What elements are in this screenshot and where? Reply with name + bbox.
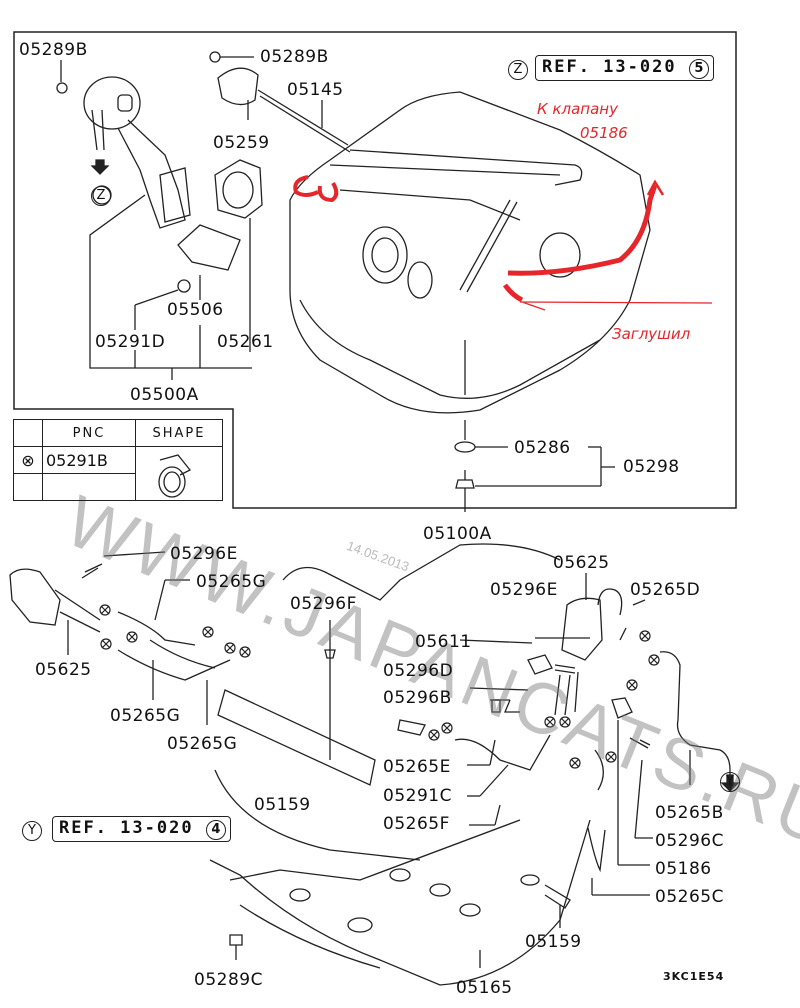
clamp-marker (224, 642, 236, 654)
clamp-marker (202, 626, 214, 638)
part-label[interactable]: 05265B (655, 803, 724, 823)
part-label[interactable]: 05286 (514, 438, 571, 458)
ref-marker-z: Z (508, 60, 528, 80)
clamp-marker (569, 757, 581, 769)
shape-header: SHAPE (135, 419, 223, 447)
part-label[interactable]: 05296B (383, 688, 452, 708)
part-label[interactable]: 05611 (415, 632, 472, 652)
pnc-empty-cell (13, 473, 43, 501)
pnc-header-blank (13, 419, 43, 447)
part-label[interactable]: 05261 (217, 332, 274, 352)
fuel-pump-assembly (56, 51, 351, 380)
ref-box-bottom[interactable]: REF. 13-020 4 (52, 816, 231, 842)
ref-box-top[interactable]: REF. 13-020 5 (535, 55, 714, 81)
clamp-marker (559, 716, 571, 728)
ref-marker-y: Y (22, 821, 42, 841)
clamp-marker (100, 638, 112, 650)
part-label[interactable]: 05145 (287, 80, 344, 100)
upper-section-frame (13, 31, 737, 509)
part-label[interactable]: 05265G (167, 734, 238, 754)
ref-number-top: 5 (688, 59, 709, 79)
clamp-marker (99, 604, 111, 616)
part-label[interactable]: 05289B (19, 40, 88, 60)
part-label[interactable]: 05265G (196, 572, 267, 592)
red-arrow-to-valve (507, 184, 658, 276)
part-label[interactable]: 05265D (630, 580, 701, 600)
part-label[interactable]: 05291D (95, 332, 166, 352)
red-circle-left (293, 175, 319, 197)
red-circle-right (317, 181, 339, 203)
part-label[interactable]: 05625 (35, 660, 92, 680)
part-label[interactable]: 05296E (170, 544, 238, 564)
shape-cell (135, 446, 223, 501)
part-label[interactable]: 05296D (383, 661, 454, 681)
clamp-marker (605, 751, 617, 763)
part-label[interactable]: 05259 (213, 133, 270, 153)
part-label[interactable]: 05500A (130, 385, 199, 405)
pnc-legend-table: PNC SHAPE ⊗ 05291B (13, 419, 223, 501)
arrow-marker-z: Z (91, 186, 111, 206)
clamp-symbol: ⊗ (13, 446, 43, 474)
part-label[interactable]: 05296F (290, 594, 357, 614)
part-label[interactable]: 05100A (423, 524, 492, 544)
part-label[interactable]: 05296E (490, 580, 558, 600)
red-plug-pointer (519, 301, 713, 311)
clamp-marker (239, 646, 251, 658)
clamp-marker (441, 722, 453, 734)
ref-text-bottom: REF. 13-020 (59, 818, 194, 838)
fuel-tank-drawing (289, 91, 651, 512)
canister-assembly-drawing (9, 543, 740, 986)
annotation-valve-part: 05186 (580, 124, 628, 142)
ref-number-bottom: 4 (205, 820, 226, 840)
part-label[interactable]: 05298 (623, 457, 680, 477)
ref-text-top: REF. 13-020 (542, 57, 677, 77)
annotation-to-valve: К клапану (537, 100, 618, 118)
clamp-marker (648, 654, 660, 666)
clamp-marker (126, 631, 138, 643)
part-label[interactable]: 05159 (525, 932, 582, 952)
arrow-marker-y: Y (720, 772, 740, 792)
hose-clamp-markers (99, 604, 660, 769)
part-label[interactable]: 05165 (456, 978, 513, 998)
part-label[interactable]: 05625 (553, 553, 610, 573)
red-arrow-head (646, 179, 665, 196)
pnc-header: PNC (42, 419, 136, 447)
annotation-plugged: Заглушил (612, 325, 691, 343)
clamp-marker (428, 729, 440, 741)
red-plug-stroke (502, 283, 524, 303)
part-label[interactable]: 05289B (260, 47, 329, 67)
part-label[interactable]: 05296C (655, 831, 724, 851)
pnc-value[interactable]: 05291B (42, 446, 136, 474)
red-markups (293, 175, 713, 311)
drawing-code: 3KC1E54 (663, 970, 725, 983)
part-label[interactable]: 05291C (383, 786, 452, 806)
part-label[interactable]: 05506 (167, 300, 224, 320)
clamp-marker (639, 630, 651, 642)
clamp-marker (626, 679, 638, 691)
part-label[interactable]: 05265C (655, 887, 724, 907)
pnc-empty-cell (42, 473, 136, 501)
part-label[interactable]: 05265F (383, 814, 450, 834)
part-label[interactable]: 05265E (383, 757, 451, 777)
part-label[interactable]: 05186 (655, 859, 712, 879)
part-label[interactable]: 05289C (194, 970, 263, 990)
part-label[interactable]: 05159 (254, 795, 311, 815)
clamp-marker (544, 716, 556, 728)
part-label[interactable]: 05265G (110, 706, 181, 726)
